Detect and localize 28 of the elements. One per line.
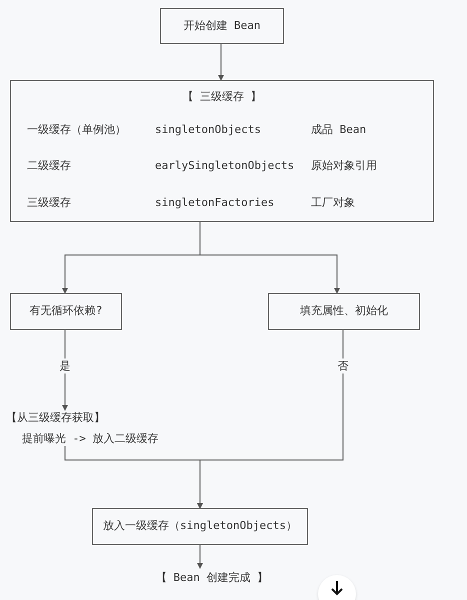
- step-heading: 【从三级缓存获取】: [6, 410, 106, 426]
- arrow: [218, 44, 224, 81]
- node-label: 放入一级缓存（singletonObjects）: [103, 518, 297, 534]
- process-box: [92, 508, 308, 545]
- node-label: 开始创建 Bean: [183, 18, 261, 34]
- node-label: 【 Bean 创建完成 】: [156, 570, 268, 586]
- arrow: [200, 222, 340, 294]
- table-heading: 【 三级缓存 】: [182, 89, 262, 105]
- process-box: [268, 293, 420, 330]
- arrow: [64, 446, 203, 509]
- edge-label: 否: [336, 358, 350, 374]
- table-cell-text: 原始对象引用: [311, 158, 378, 174]
- edge-label: 是: [58, 358, 72, 374]
- table-cell-text: singletonObjects: [155, 122, 262, 138]
- cache-table-box: [10, 80, 434, 222]
- table-cell-text: 成品 Bean: [311, 122, 368, 138]
- table-cell-text: 三级缓存: [27, 194, 72, 210]
- table-cell-text: singletonFactories: [155, 194, 276, 210]
- table-cell-text: earlySingletonObjects: [155, 158, 296, 174]
- table-cell-text: 工厂对象: [311, 194, 356, 210]
- table-cell-text: 二级缓存: [27, 158, 72, 174]
- table-cell-text: 一级缓存（单例池）: [27, 122, 127, 138]
- arrow: [197, 544, 203, 569]
- node-label: 有无循环依赖?: [30, 303, 102, 320]
- step-note: 提前曝光 -> 放入二级缓存: [21, 430, 160, 446]
- decision-box: [10, 293, 122, 330]
- process-box: [160, 8, 284, 44]
- node-label: 填充属性、初始化: [300, 303, 388, 320]
